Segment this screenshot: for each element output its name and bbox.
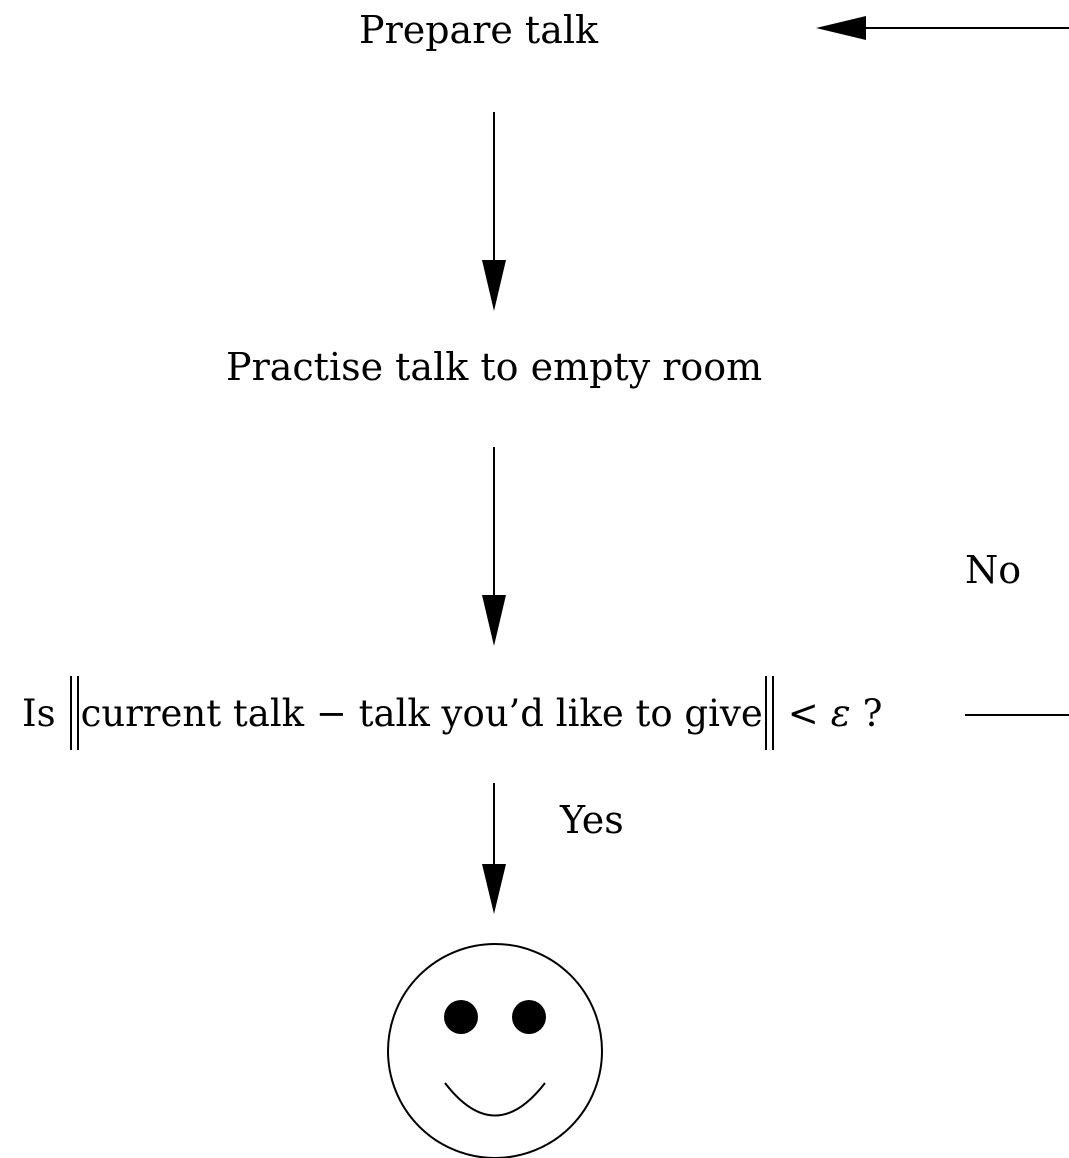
arrowhead-decision-to-end: [482, 864, 506, 914]
step-practise-talk: Practise talk to empty room: [226, 345, 763, 389]
decision-comparison: <: [787, 691, 819, 735]
arrowhead-practise-to-decision: [482, 595, 506, 646]
smiley-left-eye: [444, 1000, 478, 1034]
return-arrowhead: [816, 16, 866, 40]
smiley-right-eye: [512, 1000, 546, 1034]
decision-expression: current talk − talk you’d like to give: [80, 691, 763, 735]
arrowhead-prepare-to-practise: [482, 260, 506, 311]
smiley-face-outline: [387, 943, 603, 1158]
branch-label-no: No: [965, 548, 1022, 592]
smiley-face-icon: [387, 943, 603, 1158]
decision-epsilon: ε: [830, 691, 851, 735]
norm-bar-right: [764, 676, 774, 750]
branch-label-yes: Yes: [560, 798, 624, 842]
step-prepare-talk: Prepare talk: [359, 8, 599, 52]
decision-node: Is current talk − talk you’d like to giv…: [22, 676, 882, 750]
norm-bar-left: [69, 676, 79, 750]
decision-prefix: Is: [22, 691, 56, 735]
smiley-mouth: [444, 1082, 546, 1117]
decision-question-mark: ?: [862, 691, 883, 735]
